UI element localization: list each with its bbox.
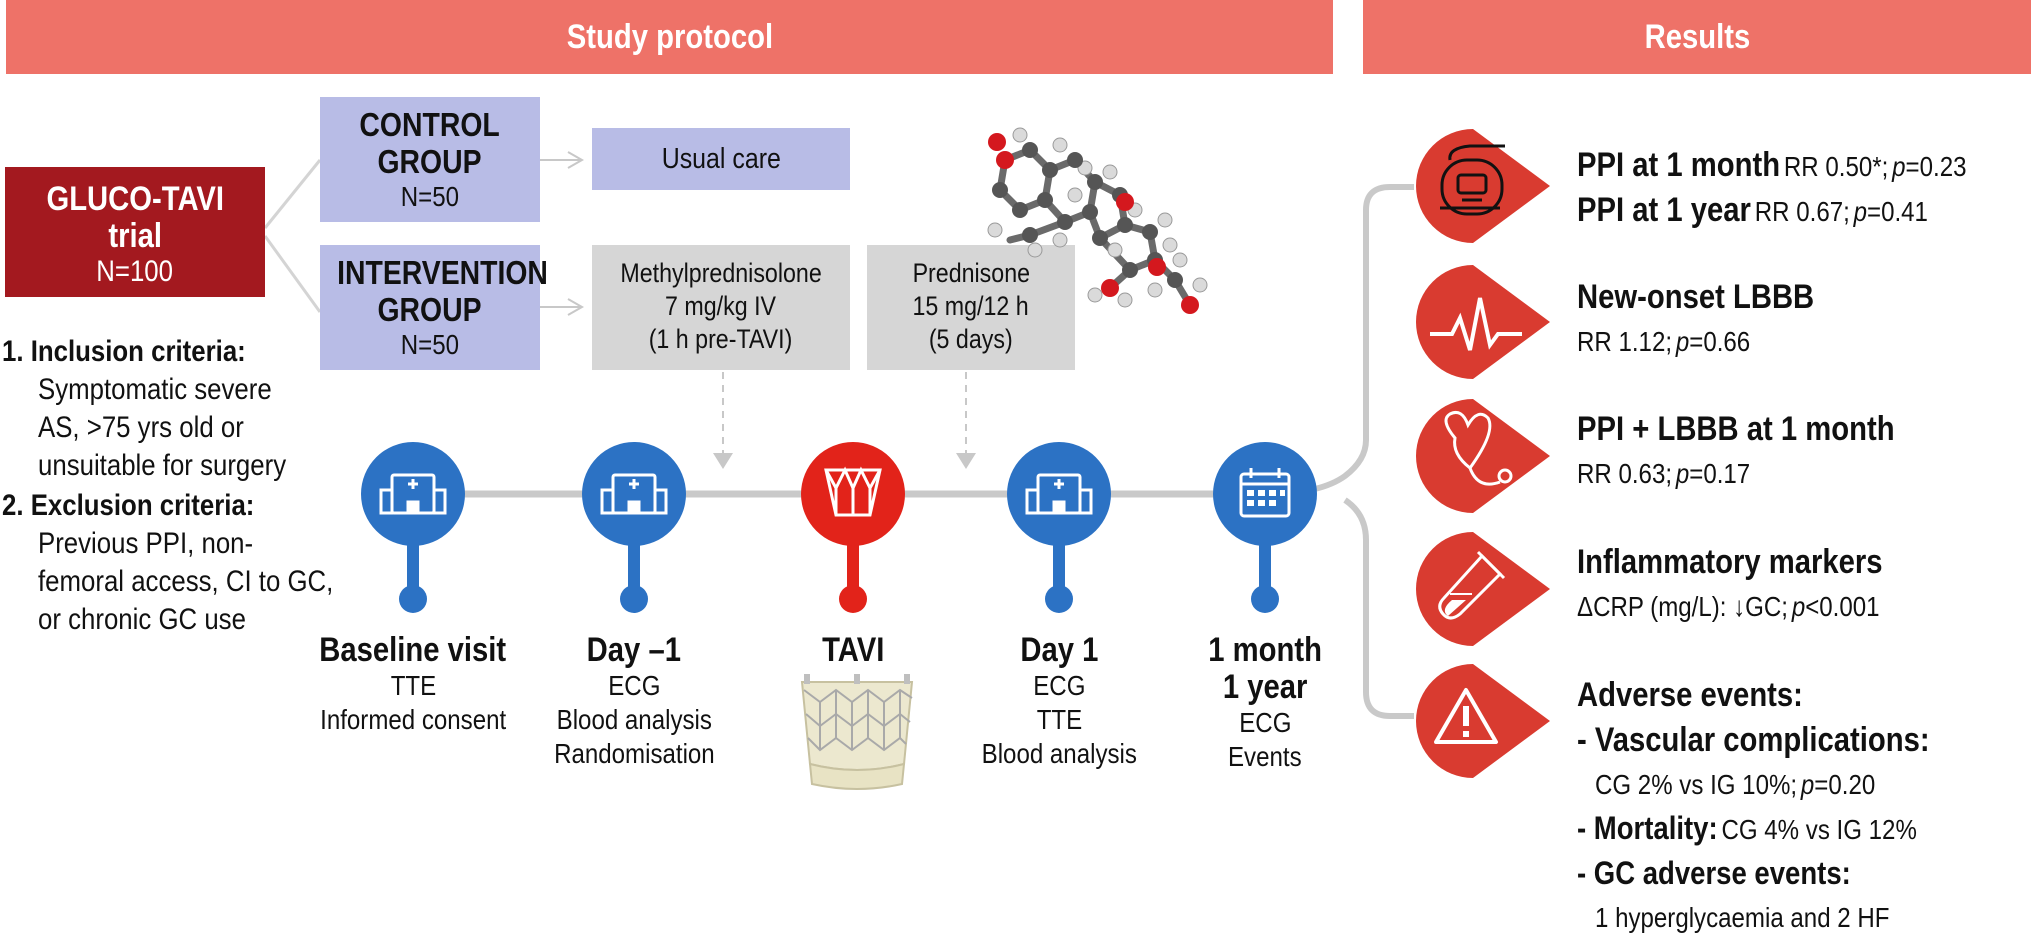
timeline-pin-followup [1213, 442, 1317, 613]
inclusion-criteria: 1. Inclusion criteria: Symptomatic sever… [2, 335, 287, 482]
result-icon-inflammatory [1416, 532, 1550, 646]
usual-care-box: Usual care [592, 128, 850, 190]
result-inflammatory: Inflammatory markers ΔCRP (mg/L): ↓GC; p… [1577, 543, 1883, 622]
result-combo: PPI + LBBB at 1 month RR 0.63; p=0.17 [1577, 410, 1895, 489]
result-adverse: Adverse events: - Vascular complications… [1577, 676, 1930, 933]
study-protocol-header: Study protocol [6, 0, 1333, 74]
timeline-label-baseline: Baseline visit TTE Informed consent [319, 631, 507, 736]
methylprednisolone-box: Methylprednisolone 7 mg/kg IV (1 h pre-T… [592, 245, 850, 370]
tavi-valve-illustration [800, 674, 914, 790]
timeline-label-tavi: TAVI [821, 631, 885, 669]
timeline-label-day-1: Day 1 ECG TTE Blood analysis [981, 631, 1137, 770]
result-icon-combo [1416, 399, 1550, 513]
warning-icon [1434, 688, 1498, 744]
timeline-label-day-minus-1: Day –1 ECG Blood analysis Randomisation [553, 631, 715, 770]
timeline-pin-day-minus-1 [582, 442, 686, 613]
intervention-group-box: INTERVENTION GROUP N=50 [320, 245, 548, 370]
test-tube-icon [1438, 550, 1506, 620]
valve-icon [824, 466, 882, 517]
pacemaker-icon [1440, 144, 1505, 216]
steroid-molecule-icon [987, 127, 1208, 314]
hospital-icon [1025, 473, 1093, 515]
result-lbbb: New-onset LBBB RR 1.12; p=0.66 [1577, 278, 1815, 357]
hospital-icon [379, 473, 447, 515]
result-icon-lbbb [1416, 265, 1550, 379]
ecg-wave-icon [1430, 297, 1522, 351]
result-icons [1416, 129, 1550, 778]
trial-box: GLUCO-TAVI trial N=100 [5, 167, 265, 297]
result-icon-adverse [1416, 664, 1550, 778]
hospital-icon [600, 473, 668, 515]
results-header: Results [1363, 0, 2031, 74]
control-group-box: CONTROL GROUP N=50 [320, 97, 540, 222]
calendar-icon [1239, 468, 1291, 518]
exclusion-criteria: 2. Exclusion criteria: Previous PPI, non… [2, 489, 334, 636]
timeline-label-followup: 1 month 1 year ECG Events [1208, 631, 1322, 773]
result-ppi: PPI at 1 month RR 0.50*; p=0.23 PPI at 1… [1577, 146, 1967, 229]
heart-device-icon [1444, 410, 1513, 486]
timeline-pins [361, 442, 1317, 613]
timeline-pin-baseline [361, 442, 465, 613]
prednisone-box: Prednisone 15 mg/12 h (5 days) [867, 245, 1075, 370]
timeline-pin-tavi [801, 442, 905, 613]
timeline-pin-day-1 [1007, 442, 1111, 613]
result-icon-ppi [1416, 129, 1550, 243]
